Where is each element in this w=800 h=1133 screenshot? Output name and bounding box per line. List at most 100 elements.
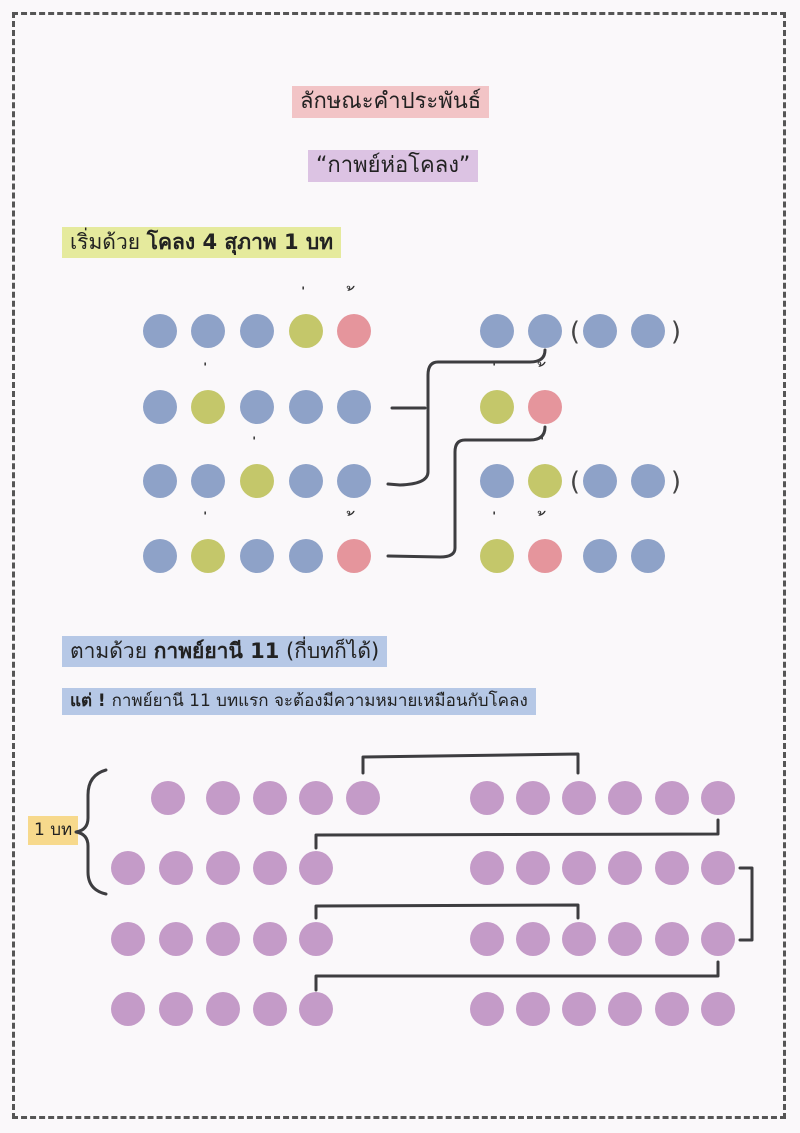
note-prefix: แต่ !: [70, 691, 112, 711]
yani-syllable: [470, 851, 504, 885]
yani-syllable: [608, 781, 642, 815]
khlong-syllable: [143, 314, 177, 348]
yani-syllable: [299, 781, 333, 815]
yani-syllable: [159, 992, 193, 1026]
khlong-syllable: [337, 539, 371, 573]
rhyme-line: [314, 818, 720, 850]
section-yani-heading: ตามด้วย กาพย์ยานี 11 (กี่บทก็ได้): [62, 636, 388, 667]
yani-syllable: [608, 992, 642, 1026]
khlong-syllable: [337, 390, 371, 424]
optional-open-paren: (: [570, 467, 580, 497]
yani-syllable: [608, 851, 642, 885]
yani-syllable: [655, 851, 689, 885]
yani-syllable: [562, 781, 596, 815]
stanza-link-bracket: [738, 866, 754, 942]
yani-syllable: [655, 992, 689, 1026]
page-title: ลักษณะคำประพันธ์: [292, 86, 490, 118]
yani-syllable: [701, 992, 735, 1026]
khlong-syllable: [191, 464, 225, 498]
yani-syllable: [151, 781, 185, 815]
yani-syllable: [701, 851, 735, 885]
mai-ek-mark: ่: [493, 511, 495, 515]
yani-syllable: [470, 992, 504, 1026]
mai-tho-mark: ้: [346, 511, 355, 516]
yani-syllable: [562, 992, 596, 1026]
khlong-syllable: [528, 464, 562, 498]
khlong-syllable: [337, 464, 371, 498]
yani-syllable: [111, 992, 145, 1026]
yani-syllable: [159, 922, 193, 956]
khlong-syllable: [240, 539, 274, 573]
rhyme-line: [314, 903, 580, 920]
yani-syllable: [655, 781, 689, 815]
yani-syllable: [206, 922, 240, 956]
khlong-syllable: [631, 539, 665, 573]
section-khlong-bold: โคลง 4 สุภาพ 1 บท: [146, 230, 334, 254]
yani-syllable: [516, 781, 550, 815]
mai-tho-mark: ้: [537, 362, 546, 367]
khlong-optional-syllable: [631, 464, 665, 498]
yani-syllable: [562, 851, 596, 885]
yani-syllable: [299, 851, 333, 885]
khlong-syllable: [289, 314, 323, 348]
yani-syllable: [562, 922, 596, 956]
rhyme-line: [386, 425, 547, 559]
rhyme-line: [361, 752, 580, 775]
yani-syllable: [253, 992, 287, 1026]
yani-syllable: [516, 992, 550, 1026]
yani-syllable: [701, 781, 735, 815]
yani-syllable: [206, 851, 240, 885]
khlong-syllable: [480, 390, 514, 424]
mai-tho-mark: ้: [537, 511, 546, 516]
note-text: กาพย์ยานี 11 บทแรก จะต้องมีความหมายเหมือ…: [111, 691, 528, 711]
optional-open-paren: (: [570, 317, 580, 347]
yani-syllable: [111, 851, 145, 885]
khlong-optional-syllable: [583, 314, 617, 348]
yani-syllable: [253, 781, 287, 815]
section-yani-suffix: (กี่บทก็ได้): [279, 639, 380, 663]
mai-tho-mark: ้: [346, 286, 355, 291]
stanza-brace: [74, 768, 108, 896]
khlong-syllable: [191, 390, 225, 424]
optional-close-paren: ): [671, 317, 681, 347]
yani-syllable: [470, 922, 504, 956]
yani-syllable: [111, 922, 145, 956]
khlong-syllable: [528, 539, 562, 573]
khlong-optional-syllable: [583, 464, 617, 498]
note-line: แต่ ! กาพย์ยานี 11 บทแรก จะต้องมีความหมา…: [62, 688, 536, 715]
khlong-syllable: [289, 464, 323, 498]
yani-syllable: [253, 922, 287, 956]
khlong-syllable: [583, 539, 617, 573]
yani-syllable: [299, 992, 333, 1026]
rhyme-line: [386, 348, 547, 487]
khlong-syllable: [480, 314, 514, 348]
khlong-syllable: [143, 390, 177, 424]
section-khlong-heading: เริ่มด้วย โคลง 4 สุภาพ 1 บท: [62, 227, 342, 258]
yani-syllable: [253, 851, 287, 885]
yani-syllable: [159, 851, 193, 885]
mai-ek-mark: ่: [204, 362, 206, 366]
mai-ek-mark: ่: [302, 286, 304, 290]
yani-syllable: [516, 851, 550, 885]
khlong-syllable: [289, 390, 323, 424]
khlong-optional-syllable: [631, 314, 665, 348]
section-yani-bold: กาพย์ยานี 11: [153, 639, 280, 663]
yani-syllable: [346, 781, 380, 815]
yani-syllable: [206, 781, 240, 815]
khlong-syllable: [289, 539, 323, 573]
khlong-syllable: [480, 464, 514, 498]
page-subtitle: “กาพย์ห่อโคลง”: [308, 150, 479, 182]
khlong-syllable: [143, 464, 177, 498]
mai-ek-mark: ่: [204, 511, 206, 515]
mai-ek-mark: ่: [253, 436, 255, 440]
khlong-syllable: [240, 314, 274, 348]
dashed-border: [12, 12, 786, 1119]
yani-syllable: [655, 922, 689, 956]
yani-syllable: [608, 922, 642, 956]
khlong-syllable: [143, 539, 177, 573]
khlong-syllable: [240, 464, 274, 498]
khlong-syllable: [528, 390, 562, 424]
yani-syllable: [299, 922, 333, 956]
yani-syllable: [701, 922, 735, 956]
